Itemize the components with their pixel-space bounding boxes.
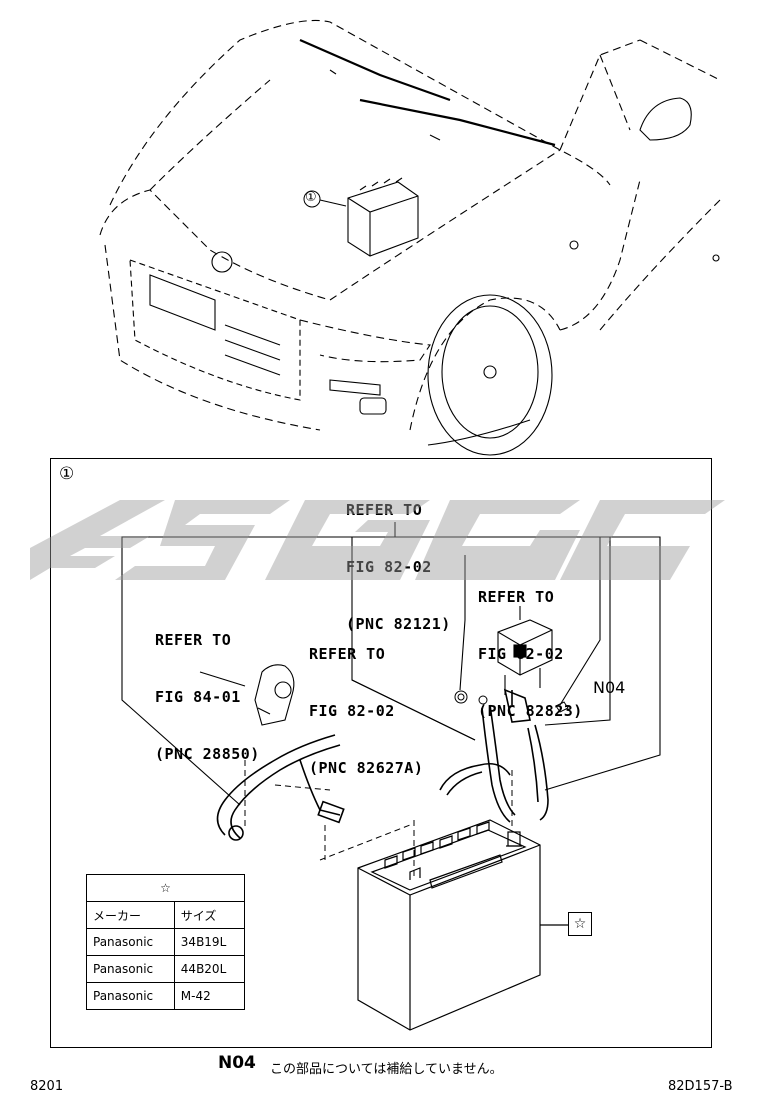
note-divider xyxy=(138,1047,288,1048)
n04-label: N04 xyxy=(593,678,626,697)
ref-82823-line2: FIG 82-02 xyxy=(478,645,564,663)
row-maker: Panasonic xyxy=(86,928,175,956)
detail-frame xyxy=(50,458,712,1048)
row-maker: Panasonic xyxy=(86,982,175,1010)
top-callout-number: ① xyxy=(305,190,317,205)
ref-28850-line1: REFER TO xyxy=(155,631,232,649)
ref-82121-line3: (PNC 82121) xyxy=(346,615,451,633)
ref-28850-line3: (PNC 28850) xyxy=(155,745,260,763)
ref-82823-line1: REFER TO xyxy=(478,588,555,606)
table-row: Panasonic M-42 xyxy=(86,982,246,1010)
battery-spec-table: ☆ メーカー サイズ Panasonic 34B19L Panasonic 44… xyxy=(86,874,246,1010)
ref-82121-line1: REFER TO xyxy=(346,501,423,519)
row-size: 34B19L xyxy=(173,928,246,956)
col-maker: メーカー xyxy=(86,901,175,929)
table-column-row: メーカー サイズ xyxy=(86,901,246,929)
ref-82627a-line2: FIG 82-02 xyxy=(309,702,395,720)
row-size: M-42 xyxy=(173,982,246,1010)
note-text: この部品については補給していません。 xyxy=(270,1062,503,1077)
ref-82627a-line1: REFER TO xyxy=(309,645,386,663)
footer-left-code: 8201 xyxy=(30,1079,64,1094)
ref-82823: REFER TO FIG 82-02 (PNC 82823) xyxy=(478,550,583,740)
note-code: N04 xyxy=(218,1053,256,1073)
ref-82823-line3: (PNC 82823) xyxy=(478,702,583,720)
ref-82121-line2: FIG 82-02 xyxy=(346,558,432,576)
ref-82627a: REFER TO FIG 82-02 (PNC 82627A) xyxy=(309,607,423,797)
star-box: ☆ xyxy=(568,912,592,936)
footer-right-code: 82D157-B xyxy=(668,1079,733,1094)
detail-callout-number: ① xyxy=(59,464,75,484)
table-row: Panasonic 44B20L xyxy=(86,955,246,983)
table-row: Panasonic 34B19L xyxy=(86,928,246,956)
ref-28850-line2: FIG 84-01 xyxy=(155,688,241,706)
col-size: サイズ xyxy=(173,901,246,929)
ref-28850: REFER TO FIG 84-01 (PNC 28850) xyxy=(155,593,260,783)
ref-82121: REFER TO FIG 82-02 (PNC 82121) xyxy=(346,463,451,653)
ref-82627a-line3: (PNC 82627A) xyxy=(309,759,424,777)
row-maker: Panasonic xyxy=(86,955,175,983)
